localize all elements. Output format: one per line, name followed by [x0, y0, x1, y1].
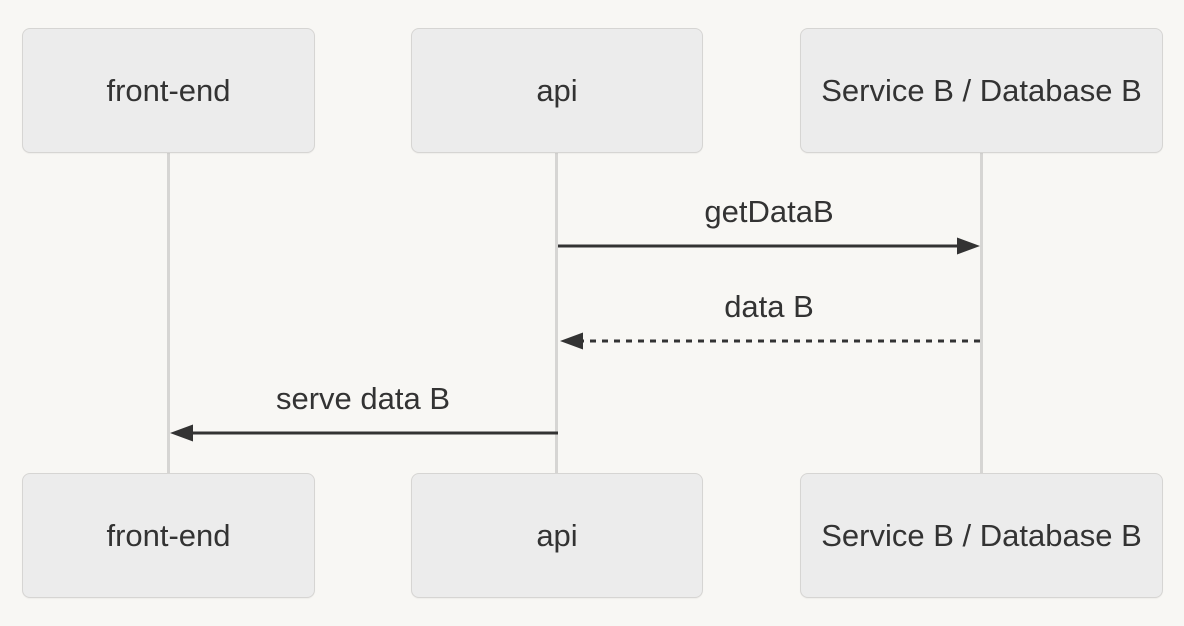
actor-label-api: api: [536, 517, 578, 553]
actor-box-top-api: api: [411, 28, 703, 153]
actor-box-top-service-b: Service B / Database B: [800, 28, 1163, 153]
message-label-getdatab: getDataB: [704, 194, 834, 229]
lifeline-service-b: [980, 153, 983, 473]
actor-label-service-b: Service B / Database B: [821, 72, 1142, 108]
message-label-servedatab: serve data B: [275, 381, 451, 416]
arrowhead-left-icon: [560, 332, 583, 350]
actor-box-bottom-api: api: [411, 473, 703, 598]
actor-label-api: api: [536, 72, 578, 108]
actor-box-bottom-front-end: front-end: [22, 473, 315, 598]
lifeline-front-end: [167, 153, 170, 473]
message-label-datab: data B: [724, 289, 814, 324]
actor-box-top-front-end: front-end: [22, 28, 315, 153]
arrowhead-right-icon: [957, 237, 980, 255]
arrowhead-left-icon: [170, 424, 193, 442]
actor-box-bottom-service-b: Service B / Database B: [800, 473, 1163, 598]
actor-label-front-end: front-end: [106, 517, 231, 553]
actor-label-front-end: front-end: [106, 72, 231, 108]
lifeline-api: [555, 153, 558, 473]
actor-label-service-b: Service B / Database B: [821, 517, 1142, 553]
